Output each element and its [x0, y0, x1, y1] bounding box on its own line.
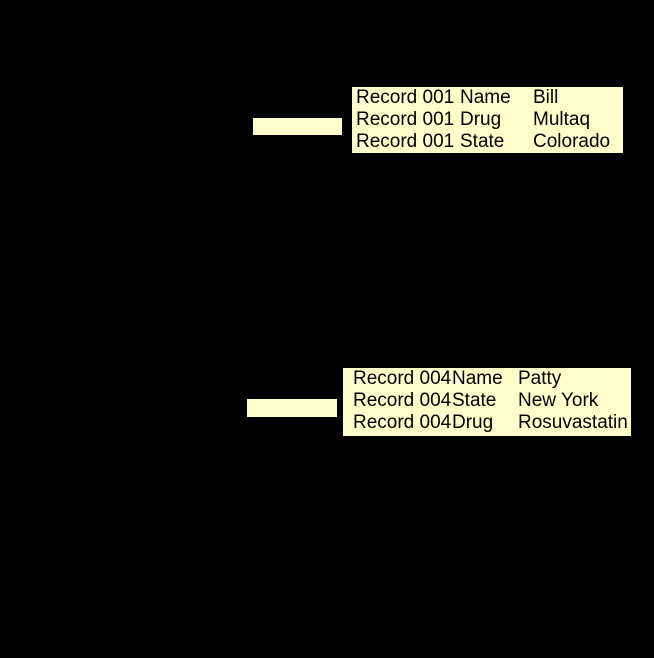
record-id-cell: Record 004: [353, 390, 452, 411]
value-cell: Patty: [518, 368, 562, 389]
attribute-cell: Drug: [452, 412, 494, 433]
record-id-cell: Record 001: [356, 87, 455, 108]
attribute-cell: Drug: [460, 109, 502, 130]
value-cell: Multaq: [533, 109, 591, 130]
attribute-cell: State: [460, 131, 505, 152]
attribute-cell: State: [452, 390, 497, 411]
table-row: Record 004 State New York: [343, 390, 631, 412]
attribute-cell: Name: [452, 368, 503, 389]
table-row: Record 004 Name Patty: [343, 368, 631, 390]
value-cell: Colorado: [533, 131, 611, 152]
record-id-cell: Record 001: [356, 109, 455, 130]
value-cell: New York: [518, 390, 599, 411]
table-row: Record 001 Drug Multaq: [352, 109, 623, 131]
attribute-cell: Name: [460, 87, 511, 108]
table-row: Record 001 State Colorado: [352, 131, 623, 153]
table-row: Record 001 Name Bill: [352, 87, 623, 109]
value-cell: Rosuvastatin: [518, 412, 628, 433]
record-id-cell: Record 004: [353, 412, 452, 433]
value-cell: Bill: [533, 87, 559, 108]
connector-bar-record-004: [247, 399, 337, 417]
connector-bar-record-001: [253, 118, 342, 135]
record-box-004[interactable]: Record 004 Name Patty Record 004 State N…: [343, 368, 631, 436]
record-id-cell: Record 001: [356, 131, 455, 152]
record-id-cell: Record 004: [353, 368, 452, 389]
record-box-001[interactable]: Record 001 Name Bill Record 001 Drug Mul…: [352, 87, 623, 153]
table-row: Record 004 Drug Rosuvastatin: [343, 412, 631, 434]
